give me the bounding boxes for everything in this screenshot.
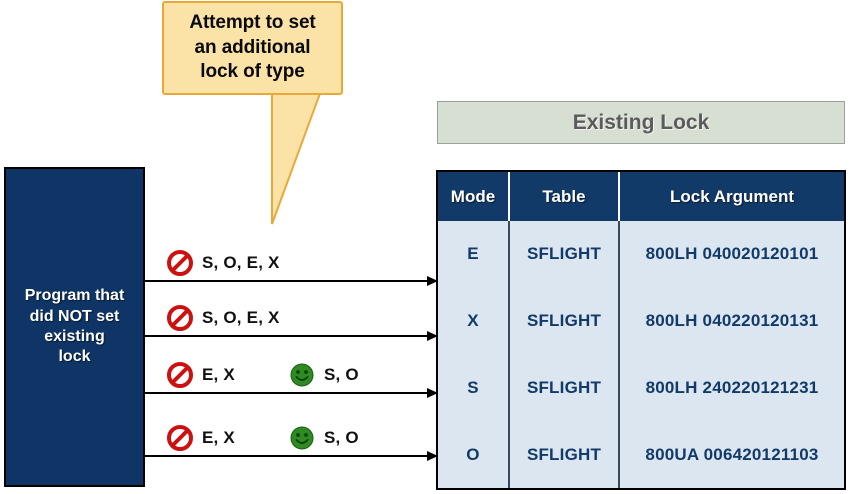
table-row: X SFLIGHT 800LH 040220120131 (438, 287, 844, 355)
cell-table: SFLIGHT (508, 354, 618, 422)
table-body: E SFLIGHT 800LH 040020120101 X SFLIGHT 8… (438, 221, 844, 488)
no-entry-icon (167, 250, 193, 276)
cell-table: SFLIGHT (508, 421, 618, 488)
program-box-label: Program that did NOT set existing lock (24, 287, 125, 366)
allowed-group-3: S, O (289, 362, 359, 388)
arrow-row-4: E, X S, O (145, 425, 438, 461)
arrow-head (427, 388, 438, 398)
denied-group-3: E, X (167, 362, 235, 388)
arrow-line (145, 335, 437, 337)
cell-mode: X (467, 311, 479, 331)
table-row: S SFLIGHT 800LH 240220121231 (438, 354, 844, 422)
table-header-row: Mode Table Lock Argument (438, 172, 844, 221)
arrow-row-3: E, X S, O (145, 362, 438, 398)
allowed-group-4: S, O (289, 425, 359, 451)
denied-group-2: S, O, E, X (167, 305, 280, 331)
column-header-table: Table (508, 172, 618, 221)
cell-argument: 800UA 006420121103 (618, 421, 844, 488)
existing-lock-banner: Existing Lock (437, 101, 845, 144)
program-box: Program that did NOT set existing lock (4, 167, 145, 487)
cell-table: SFLIGHT (508, 221, 618, 288)
allowed-modes-3: S, O (323, 365, 359, 384)
arrow-line (145, 455, 437, 457)
callout-label: Attempt to set an additional lock of typ… (189, 11, 316, 83)
denied-group-4: E, X (167, 425, 235, 451)
existing-lock-title: Existing Lock (572, 110, 710, 134)
arrow-labels-1: S, O, E, X (167, 250, 280, 276)
cell-argument: 800LH 040020120101 (618, 221, 844, 288)
smiley-icon (290, 426, 314, 450)
column-header-mode: Mode (450, 186, 496, 206)
denied-modes-1: S, O, E, X (202, 253, 280, 272)
cell-argument: 800LH 040220120131 (618, 287, 844, 355)
cell-table: SFLIGHT (508, 287, 618, 355)
allowed-modes-4: S, O (323, 428, 359, 447)
denied-modes-4: E, X (202, 428, 235, 447)
cell-argument: 800LH 240220121231 (618, 354, 844, 422)
smiley-icon (290, 363, 314, 387)
no-entry-icon (167, 362, 193, 388)
arrow-labels-2: S, O, E, X (167, 305, 280, 331)
callout-attempt-to-set-lock: Attempt to set an additional lock of typ… (162, 1, 343, 95)
column-header-lock-argument: Lock Argument (618, 172, 844, 221)
table-row: O SFLIGHT 800UA 006420121103 (438, 421, 844, 488)
cell-mode: E (467, 244, 479, 264)
arrow-head (427, 451, 438, 461)
denied-group-1: S, O, E, X (167, 250, 280, 276)
arrow-line (145, 280, 437, 282)
arrow-labels-4: E, X S, O (167, 425, 359, 451)
no-entry-icon (167, 305, 193, 331)
arrow-head (427, 276, 438, 286)
callout-tail (271, 88, 324, 225)
arrow-line (145, 392, 437, 394)
arrow-row-2: S, O, E, X (145, 305, 438, 341)
arrow-labels-3: E, X S, O (167, 362, 359, 388)
arrow-row-1: S, O, E, X (145, 250, 438, 286)
existing-lock-table: Mode Table Lock Argument E SFLIGHT 800LH… (436, 170, 846, 490)
denied-modes-3: E, X (202, 365, 235, 384)
denied-modes-2: S, O, E, X (202, 308, 280, 327)
table-row: E SFLIGHT 800LH 040020120101 (438, 221, 844, 288)
no-entry-icon (167, 425, 193, 451)
cell-mode: S (467, 377, 479, 397)
arrow-head (427, 331, 438, 341)
cell-mode: O (466, 444, 480, 464)
